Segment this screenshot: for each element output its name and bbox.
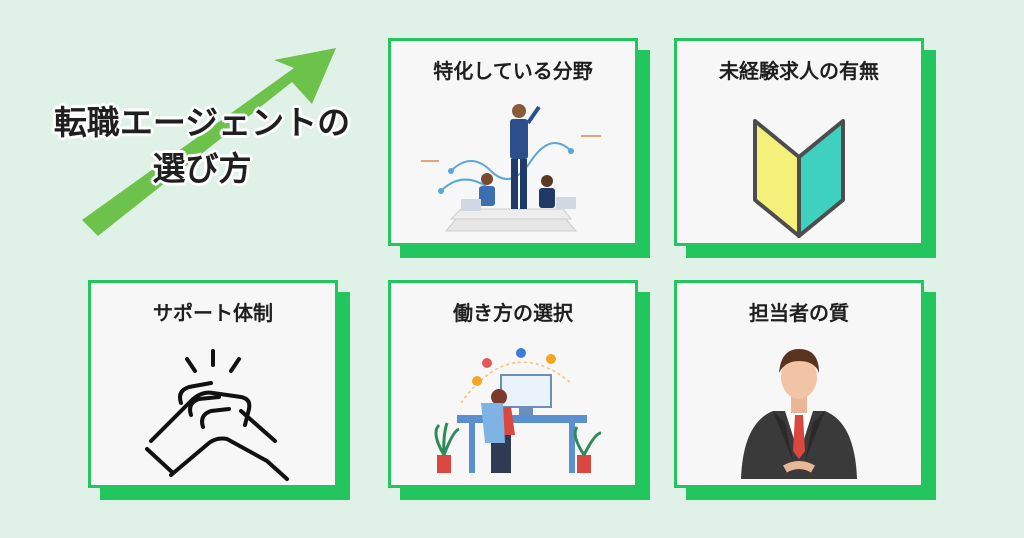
card-title: 働き方の選択: [453, 301, 573, 325]
headline: 転職エージェントの 選び方: [22, 100, 382, 192]
card-work-style: 働き方の選択: [388, 280, 638, 488]
remote-work-illustration: [434, 348, 602, 473]
card-consultant-quality: 担当者の質: [674, 280, 924, 488]
card-specialized-field: 特化している分野: [388, 38, 638, 246]
card-title: サポート体制: [153, 301, 273, 325]
headline-line1: 転職エージェントの: [53, 103, 351, 142]
card-title: 特化している分野: [433, 59, 593, 83]
businessman-icon: [741, 349, 857, 479]
card-support-system: サポート体制: [88, 280, 338, 488]
team-growth-illustration: [421, 104, 601, 232]
card-beginner-jobs: 未経験求人の有無: [674, 38, 924, 246]
headline-line2: 選び方: [152, 149, 252, 188]
card-title: 担当者の質: [749, 301, 849, 325]
card-title: 未経験求人の有無: [719, 59, 879, 83]
handshake-icon: [145, 349, 289, 481]
beginner-mark-icon: [753, 119, 845, 238]
rising-arrow-icon: [82, 48, 336, 236]
